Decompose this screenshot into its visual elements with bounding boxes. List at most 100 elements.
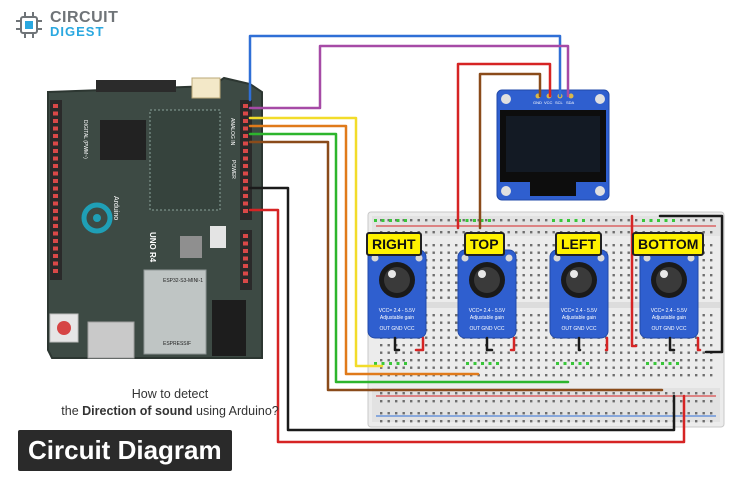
- breadboard-hole: [710, 374, 713, 377]
- header-pin: [53, 149, 58, 153]
- breadboard-hole: [672, 374, 675, 377]
- breadboard-hole: [687, 412, 690, 415]
- breadboard-hole: [612, 244, 615, 247]
- breadboard-hole: [417, 420, 420, 423]
- breadboard-hole: [635, 274, 638, 277]
- breadboard-hole: [432, 296, 435, 299]
- header-pin: [243, 126, 248, 131]
- breadboard-hole: [432, 336, 435, 339]
- breadboard-hole: [612, 329, 615, 332]
- breadboard-hole: [612, 259, 615, 262]
- breadboard-hole: [380, 359, 383, 362]
- breadboard-hole: [680, 344, 683, 347]
- breadboard-hole: [447, 244, 450, 247]
- breadboard-hole: [522, 314, 525, 317]
- analog-in-label: ANALOG IN: [229, 118, 235, 146]
- breadboard-hole: [612, 420, 615, 423]
- breadboard-hole: [477, 351, 480, 354]
- breadboard-hole: [417, 392, 420, 395]
- breadboard-hole: [380, 351, 383, 354]
- breadboard-hole: [455, 266, 458, 269]
- breadboard-hole: [522, 274, 525, 277]
- wire-red-5v: [248, 208, 686, 444]
- breadboard-hole: [665, 392, 668, 395]
- breadboard-hole: [545, 374, 548, 377]
- wire-green-left: [248, 132, 570, 384]
- breadboard-hole: [537, 219, 540, 222]
- header-pin: [243, 111, 248, 116]
- breadboard-hole: [710, 231, 713, 234]
- breadboard-hole: [470, 412, 473, 415]
- breadboard-hole: [702, 289, 705, 292]
- breadboard-hole: [545, 289, 548, 292]
- breadboard-highlight: [396, 362, 400, 365]
- breadboard-hole: [702, 400, 705, 403]
- breadboard-hole: [612, 281, 615, 284]
- breadboard-hole: [507, 412, 510, 415]
- breadboard-hole: [605, 359, 608, 362]
- breadboard-hole: [635, 266, 638, 269]
- sensor-tag-bottom: BOTTOM: [632, 232, 705, 256]
- breadboard-hole: [710, 400, 713, 403]
- breadboard-highlight: [571, 362, 574, 365]
- wire-orange-top: [248, 124, 480, 376]
- breadboard-hole: [560, 374, 563, 377]
- header-pin: [243, 156, 248, 161]
- breadboard-hole: [582, 374, 585, 377]
- breadboard-highlight: [458, 219, 461, 222]
- breadboard-hole: [477, 392, 480, 395]
- breadboard-hole: [425, 420, 428, 423]
- breadboard-hole: [590, 400, 593, 403]
- diagram-caption: How to detect the Direction of sound usi…: [40, 386, 300, 420]
- breadboard-hole: [530, 366, 533, 369]
- breadboard-hole: [432, 351, 435, 354]
- breadboard-hole: [530, 266, 533, 269]
- breadboard-hole: [440, 274, 443, 277]
- breadboard-hole: [695, 420, 698, 423]
- breadboard-hole: [702, 296, 705, 299]
- sensor-tag-left: LEFT: [555, 232, 602, 256]
- breadboard-hole: [432, 314, 435, 317]
- breadboard-hole: [522, 321, 525, 324]
- breadboard-hole: [537, 420, 540, 423]
- breadboard-hole: [515, 351, 518, 354]
- breadboard-hole: [440, 289, 443, 292]
- breadboard-hole: [635, 219, 638, 222]
- breadboard-hole: [665, 359, 668, 362]
- breadboard-highlight: [586, 362, 589, 365]
- breadboard-hole: [605, 412, 608, 415]
- header-pin: [53, 156, 58, 161]
- header-pin: [243, 279, 248, 283]
- breadboard-highlight: [552, 219, 555, 222]
- breadboard-highlight: [672, 219, 675, 222]
- breadboard-hole: [447, 296, 450, 299]
- breadboard-hole: [425, 219, 428, 222]
- breadboard-hole: [597, 219, 600, 222]
- breadboard-highlight: [646, 362, 649, 365]
- breadboard-hole: [710, 412, 713, 415]
- breadboard-hole: [620, 231, 623, 234]
- breadboard-hole: [440, 400, 443, 403]
- breadboard-hole: [635, 420, 638, 423]
- breadboard-hole: [402, 400, 405, 403]
- header-pin: [53, 179, 58, 183]
- breadboard-hole: [500, 359, 503, 362]
- header-pin: [243, 134, 248, 138]
- breadboard-hole: [455, 244, 458, 247]
- breadboard-hole: [447, 259, 450, 262]
- breadboard-hole: [590, 412, 593, 415]
- breadboard-hole: [395, 359, 398, 362]
- breadboard-hole: [455, 251, 458, 254]
- breadboard-hole: [620, 351, 623, 354]
- breadboard-hole: [402, 420, 405, 423]
- breadboard-hole: [447, 351, 450, 354]
- breadboard-hole: [432, 329, 435, 332]
- header-pin: [53, 186, 58, 191]
- breadboard-hole: [590, 219, 593, 222]
- breadboard-hole: [567, 344, 570, 347]
- breadboard-hole: [552, 359, 555, 362]
- breadboard-hole: [432, 259, 435, 262]
- breadboard-hole: [627, 351, 630, 354]
- breadboard-hole: [477, 366, 480, 369]
- breadboard-hole: [485, 359, 488, 362]
